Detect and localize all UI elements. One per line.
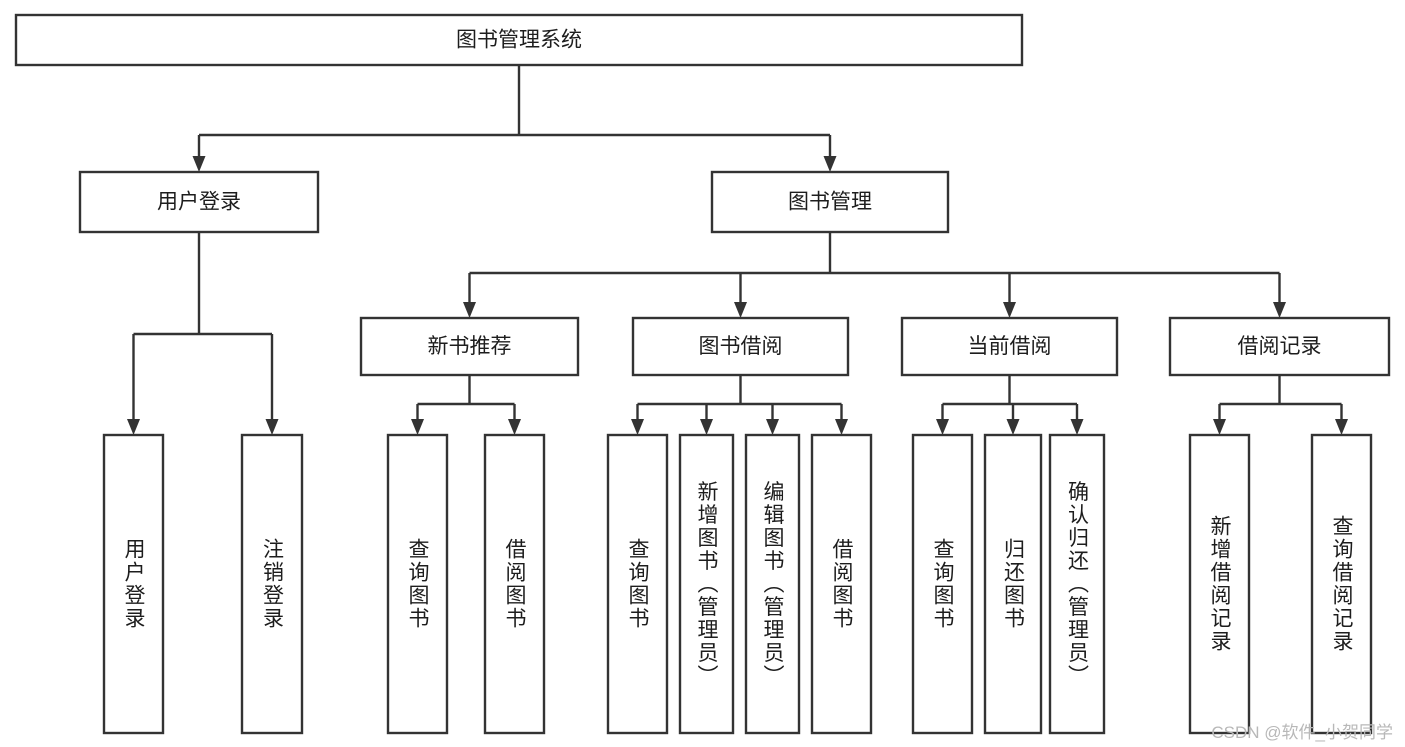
node-box-r-query[interactable] <box>1310 433 1373 735</box>
node-c-return[interactable]: 归还图书 <box>983 433 1043 735</box>
node-label-bookmgmt: 图书管理 <box>788 191 872 214</box>
node-c-confirm[interactable]: 确认归还（管理员） <box>1048 433 1106 735</box>
node-box-c-confirm[interactable] <box>1048 433 1106 735</box>
arrow-head-icon <box>766 419 779 435</box>
node-label-r-query: 查询借阅记录 <box>1330 515 1354 653</box>
node-box-login[interactable] <box>78 170 320 234</box>
edge-layer <box>127 65 1348 435</box>
node-label-b-edit: 编辑图书（管理员） <box>761 481 785 688</box>
connector-group-records <box>1213 375 1348 435</box>
node-n-query[interactable]: 查询图书 <box>386 433 449 735</box>
node-box-current[interactable] <box>900 316 1119 377</box>
node-label-b-borrow: 借阅图书 <box>830 538 854 630</box>
node-label-b-query: 查询图书 <box>626 538 650 630</box>
node-box-r-add[interactable] <box>1188 433 1251 735</box>
node-box-n-borrow[interactable] <box>483 433 546 735</box>
node-r-add[interactable]: 新增借阅记录 <box>1188 433 1251 735</box>
node-box-l-login[interactable] <box>102 433 165 735</box>
arrow-head-icon <box>265 419 279 435</box>
node-label-c-query: 查询图书 <box>931 538 955 630</box>
node-box-b-query[interactable] <box>606 433 669 735</box>
node-label-r-add: 新增借阅记录 <box>1208 515 1232 653</box>
arrow-head-icon <box>734 302 747 318</box>
node-l-logout[interactable]: 注销登录 <box>240 433 304 735</box>
node-label-c-return: 归还图书 <box>1002 538 1026 630</box>
node-root[interactable]: 图书管理系统 <box>14 13 1024 67</box>
node-layer: 图书管理系统用户登录图书管理新书推荐图书借阅当前借阅借阅记录用户登录注销登录查询… <box>14 13 1391 735</box>
node-newbook[interactable]: 新书推荐 <box>359 316 580 377</box>
connector-group-root <box>192 65 837 172</box>
arrow-head-icon <box>1006 419 1020 435</box>
node-box-b-borrow[interactable] <box>810 433 873 735</box>
node-current[interactable]: 当前借阅 <box>900 316 1119 377</box>
arrow-head-icon <box>1273 302 1286 318</box>
node-box-records[interactable] <box>1168 316 1391 377</box>
node-b-add[interactable]: 新增图书（管理员） <box>678 433 735 735</box>
node-borrow[interactable]: 图书借阅 <box>631 316 850 377</box>
node-box-bookmgmt[interactable] <box>710 170 950 234</box>
node-b-edit[interactable]: 编辑图书（管理员） <box>744 433 801 735</box>
node-n-borrow[interactable]: 借阅图书 <box>483 433 546 735</box>
arrow-head-icon <box>1003 302 1016 318</box>
node-label-borrow: 图书借阅 <box>699 335 783 358</box>
connector-group-current <box>936 375 1084 435</box>
connector-group-newbook <box>411 375 521 435</box>
node-label-newbook: 新书推荐 <box>428 335 512 358</box>
node-box-n-query[interactable] <box>386 433 449 735</box>
node-box-root[interactable] <box>14 13 1024 67</box>
node-label-login: 用户登录 <box>157 191 241 214</box>
node-records[interactable]: 借阅记录 <box>1168 316 1391 377</box>
arrow-head-icon <box>192 156 206 172</box>
arrow-head-icon <box>508 419 521 435</box>
node-box-l-logout[interactable] <box>240 433 304 735</box>
arrow-head-icon <box>936 419 949 435</box>
node-label-b-add: 新增图书（管理员） <box>695 481 719 688</box>
node-bookmgmt[interactable]: 图书管理 <box>710 170 950 234</box>
node-box-c-return[interactable] <box>983 433 1043 735</box>
arrow-head-icon <box>700 419 713 435</box>
node-label-n-borrow: 借阅图书 <box>503 538 527 630</box>
node-label-l-login: 用户登录 <box>122 538 146 630</box>
node-c-query[interactable]: 查询图书 <box>911 433 974 735</box>
node-label-n-query: 查询图书 <box>406 538 430 630</box>
arrow-head-icon <box>1070 419 1084 435</box>
arrow-head-icon <box>631 419 644 435</box>
connector-group-bookmgmt <box>463 232 1286 318</box>
node-label-records: 借阅记录 <box>1238 335 1322 358</box>
arrow-head-icon <box>127 419 140 435</box>
node-l-login[interactable]: 用户登录 <box>102 433 165 735</box>
connector-group-login <box>127 232 279 435</box>
arrow-head-icon <box>823 156 837 172</box>
arrow-head-icon <box>835 419 848 435</box>
node-box-c-query[interactable] <box>911 433 974 735</box>
arrow-head-icon <box>463 302 476 318</box>
arrow-head-icon <box>411 419 424 435</box>
node-label-root: 图书管理系统 <box>456 29 582 52</box>
node-b-query[interactable]: 查询图书 <box>606 433 669 735</box>
node-login[interactable]: 用户登录 <box>78 170 320 234</box>
node-box-b-add[interactable] <box>678 433 735 735</box>
node-box-borrow[interactable] <box>631 316 850 377</box>
node-label-l-logout: 注销登录 <box>261 538 285 630</box>
node-r-query[interactable]: 查询借阅记录 <box>1310 433 1373 735</box>
node-box-b-edit[interactable] <box>744 433 801 735</box>
node-label-current: 当前借阅 <box>968 335 1052 358</box>
connector-group-borrow <box>631 375 848 435</box>
node-box-newbook[interactable] <box>359 316 580 377</box>
node-b-borrow[interactable]: 借阅图书 <box>810 433 873 735</box>
arrow-head-icon <box>1213 419 1226 435</box>
node-label-c-confirm: 确认归还（管理员） <box>1066 481 1090 688</box>
arrow-head-icon <box>1335 419 1348 435</box>
csdn-watermark: CSDN @软件_小贺同学 <box>1211 723 1393 742</box>
